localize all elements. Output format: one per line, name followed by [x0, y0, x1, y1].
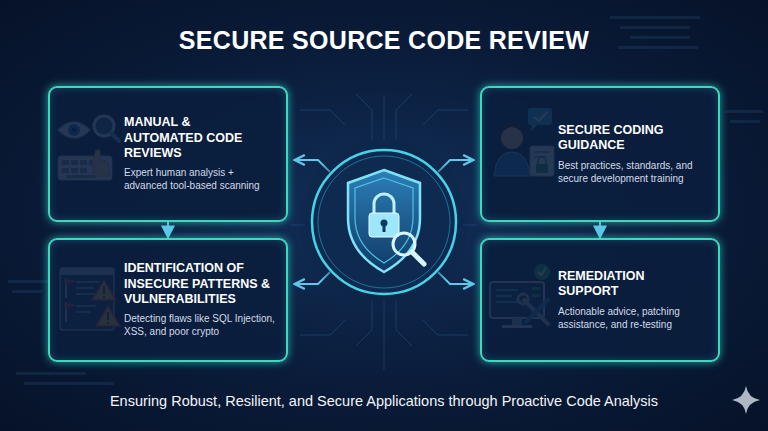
box-heading: IDENTIFICATION OF INSECURE PATTERNS & VU…: [124, 261, 278, 307]
box-description: Best practices, standards, and secure de…: [558, 159, 708, 185]
faint-code-lines: [8, 16, 763, 385]
box-description: Expert human analysis + advanced tool-ba…: [124, 166, 274, 192]
service-box: MANUAL & AUTOMATED CODE REVIEWS Expert hu…: [48, 86, 288, 222]
flow-arrow: [599, 222, 601, 238]
box-heading: MANUAL & AUTOMATED CODE REVIEWS: [124, 115, 254, 161]
diagram-caption: Ensuring Robust, Resilient, and Secure A…: [0, 393, 768, 409]
service-box: REMEDIATION SUPPORT Actionable advice, pa…: [480, 238, 720, 362]
service-box: IDENTIFICATION OF INSECURE PATTERNS & VU…: [48, 238, 288, 362]
service-box: SECURE CODING GUIDANCE Best practices, st…: [480, 86, 720, 222]
box-heading: REMEDIATION SUPPORT: [558, 269, 678, 300]
diagram-title: SECURE SOURCE CODE REVIEW: [0, 26, 768, 55]
text-column: MANUAL & AUTOMATED CODE REVIEWS Expert hu…: [124, 115, 274, 192]
text-column: SECURE CODING GUIDANCE Best practices, st…: [558, 123, 708, 185]
central-shield-hub: [298, 136, 470, 308]
text-column: IDENTIFICATION OF INSECURE PATTERNS & VU…: [124, 261, 278, 338]
flow-arrow: [167, 222, 169, 238]
box-description: Detecting flaws like SQL Injection, XSS,…: [124, 312, 278, 338]
box-heading: SECURE CODING GUIDANCE: [558, 123, 686, 154]
box-description: Actionable advice, patching assistance, …: [558, 305, 708, 331]
text-column: REMEDIATION SUPPORT Actionable advice, pa…: [558, 269, 708, 331]
sparkle-mark: [732, 386, 760, 414]
circuit-traces: [290, 94, 478, 370]
